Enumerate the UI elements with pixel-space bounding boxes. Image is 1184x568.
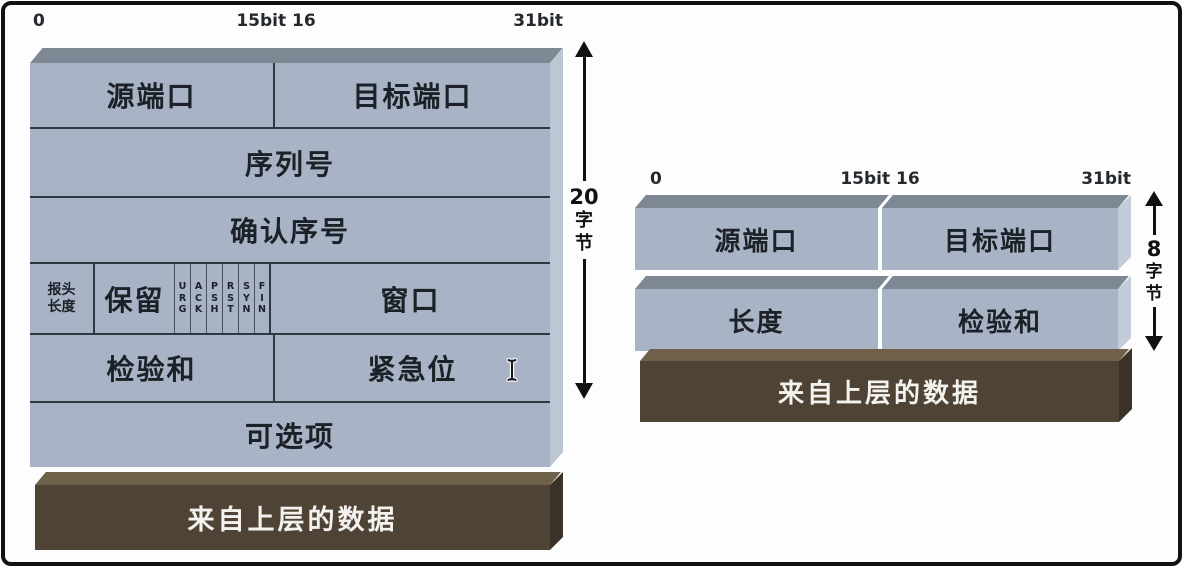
tcp-row-ports: 源端口 目标端口 — [30, 63, 550, 129]
udp-slab-right-side — [1118, 195, 1131, 270]
arrow-up-icon — [1145, 191, 1163, 206]
udp-data-face: 来自上层的数据 — [640, 361, 1119, 422]
udp-slab-top-bevel — [882, 276, 1129, 289]
tcp-bit-label-0: 0 — [33, 11, 45, 31]
tcp-flag-urg-label: URG — [178, 280, 187, 316]
tcp-row-sequence: 序列号 — [30, 129, 550, 198]
udp-slab-face: 检验和 — [882, 289, 1118, 351]
tcp-flag-psh: PSH — [207, 264, 223, 333]
udp-slab-face: 长度 — [635, 289, 878, 351]
udp-slab-dest-port: 目标端口 — [882, 195, 1131, 270]
tcp-flag-rst-label: RST — [226, 280, 235, 316]
tcp-flag-syn-label: SYN — [242, 280, 251, 316]
tcp-urgent-label: 紧急位 — [367, 353, 458, 386]
tcp-size-unit2: 节 — [574, 232, 593, 254]
arrow-shaft — [1152, 306, 1156, 336]
tcp-row-ack: 确认序号 — [30, 198, 550, 264]
arrow-down-icon — [575, 383, 593, 399]
udp-dest-port-label: 目标端口 — [943, 226, 1056, 257]
tcp-size-label: 20 字 节 — [569, 181, 598, 259]
udp-slab-top-bevel — [635, 195, 889, 208]
tcp-header-diagram: 0 15bit 16 31bit 源端口 目标端口 序列号 — [5, 5, 605, 568]
tcp-size-arrow: 20 字 节 — [569, 41, 599, 399]
udp-slab-source-port: 源端口 — [635, 195, 889, 270]
udp-slab-top-bevel — [882, 195, 1129, 208]
tcp-flag-fin-label: FIN — [258, 280, 266, 316]
tcp-field-header-length: 报头 长度 — [30, 264, 95, 333]
tcp-row-options: 可选项 — [30, 403, 550, 467]
tcp-reserved-label: 保留 — [104, 283, 165, 317]
tcp-field-dest-port: 目标端口 — [275, 63, 550, 127]
udp-slab-checksum: 检验和 — [882, 276, 1131, 351]
text-cursor-icon — [506, 357, 518, 383]
udp-slab-right-side — [1118, 276, 1131, 351]
tcp-ack-label: 确认序号 — [229, 215, 350, 248]
udp-slab-top-bevel — [635, 276, 889, 289]
udp-size-unit2: 节 — [1145, 283, 1163, 304]
tcp-options-label: 可选项 — [244, 420, 335, 453]
arrow-shaft — [582, 57, 586, 181]
tcp-field-window: 窗口 — [271, 264, 550, 333]
udp-size-label: 8 字 节 — [1146, 235, 1163, 307]
tcp-size-number: 20 — [569, 184, 599, 209]
tcp-flag-ack-label: ACK — [194, 280, 203, 316]
tcp-data-block: 来自上层的数据 — [35, 472, 563, 550]
tcp-checksum-label: 检验和 — [106, 353, 197, 386]
udp-header-diagram: 0 15bit 16 31bit 源端口 目标端口 长度 — [5, 5, 1184, 568]
udp-data-block: 来自上层的数据 — [640, 348, 1132, 422]
tcp-flag-urg: URG — [175, 264, 191, 333]
arrow-shaft — [1152, 206, 1156, 236]
tcp-sequence-label: 序列号 — [244, 147, 335, 181]
tcp-source-port-label: 源端口 — [106, 80, 197, 113]
tcp-row-flags: 报头 长度 保留 URG ACK PSH RST SYN FIN 窗口 — [30, 264, 550, 335]
udp-data-right-side — [1119, 348, 1132, 422]
arrow-shaft — [582, 259, 586, 383]
udp-size-arrow: 8 字 节 — [1139, 191, 1169, 351]
udp-bit-label-15-16: 15bit 16 — [840, 169, 920, 189]
udp-slab-face: 目标端口 — [882, 208, 1118, 270]
tcp-window-label: 窗口 — [380, 283, 441, 317]
tcp-header-length-line2: 长度 — [47, 298, 76, 315]
arrow-down-icon — [1145, 336, 1163, 351]
udp-data-label: 来自上层的数据 — [777, 379, 981, 409]
udp-size-number: 8 — [1146, 237, 1162, 262]
tcp-field-checksum: 检验和 — [30, 335, 275, 401]
arrow-up-icon — [575, 41, 593, 57]
tcp-flag-ack: ACK — [191, 264, 207, 333]
tcp-slab-face: 源端口 目标端口 序列号 确认序号 报头 长度 — [30, 63, 550, 467]
tcp-header-slab: 源端口 目标端口 序列号 确认序号 报头 长度 — [30, 48, 563, 467]
tcp-flag-psh-label: PSH — [210, 280, 219, 316]
tcp-bit-label-31: 31bit — [513, 11, 563, 31]
tcp-flag-fin: FIN — [255, 264, 271, 333]
udp-slab-length: 长度 — [635, 276, 889, 351]
tcp-bit-label-15-16: 15bit 16 — [236, 11, 316, 31]
udp-source-port-label: 源端口 — [714, 226, 799, 257]
udp-bit-label-31: 31bit — [1081, 169, 1131, 189]
udp-size-unit1: 字 — [1145, 262, 1163, 283]
tcp-flag-syn: SYN — [239, 264, 255, 333]
tcp-field-urgent: 紧急位 — [275, 335, 550, 401]
tcp-data-face: 来自上层的数据 — [35, 485, 550, 550]
udp-checksum-label: 检验和 — [957, 307, 1042, 338]
udp-slab-face: 源端口 — [635, 208, 878, 270]
tcp-flag-rst: RST — [223, 264, 239, 333]
tcp-data-label: 来自上层的数据 — [187, 505, 398, 536]
tcp-header-length-line1: 报头 — [47, 281, 76, 298]
udp-bit-label-0: 0 — [650, 169, 662, 189]
tcp-field-source-port: 源端口 — [30, 63, 275, 127]
tcp-row-checksum: 检验和 紧急位 — [30, 335, 550, 403]
udp-length-label: 长度 — [728, 307, 785, 338]
udp-data-top-bevel — [640, 349, 1130, 361]
tcp-field-reserved: 保留 — [95, 264, 175, 333]
tcp-size-unit1: 字 — [574, 210, 593, 232]
tcp-dest-port-label: 目标端口 — [352, 80, 473, 113]
